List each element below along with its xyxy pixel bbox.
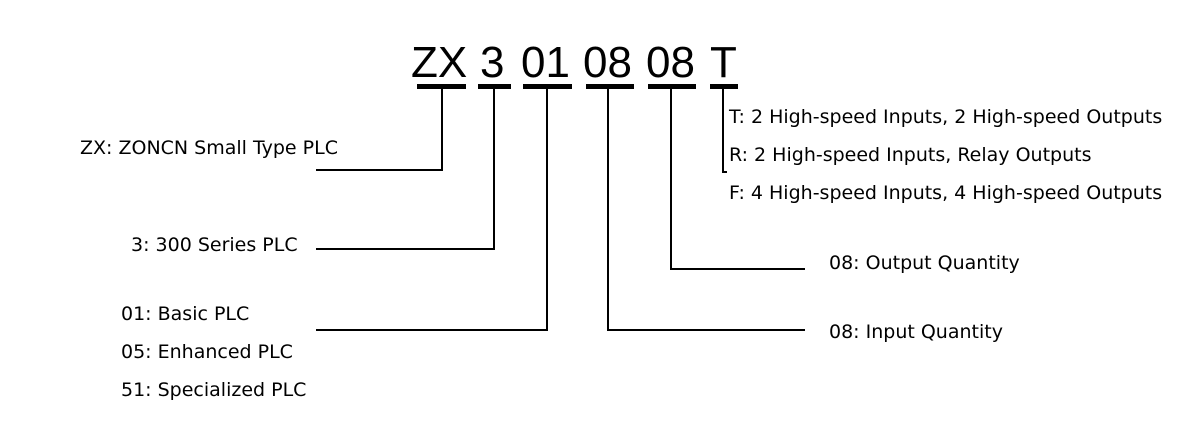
connector-input-horizontal (607, 329, 805, 331)
label-type-basic: 01: Basic PLC (121, 303, 250, 325)
connector-type-vertical (546, 89, 548, 331)
connector-zx-vertical (441, 89, 443, 171)
connector-type-horizontal (316, 329, 548, 331)
underline-zx (417, 84, 466, 89)
label-type-enhanced: 05: Enhanced PLC (121, 341, 293, 363)
connector-zx-horizontal (316, 169, 443, 171)
connector-io-type-horizontal (722, 171, 727, 173)
label-input: 08: Input Quantity (829, 321, 1003, 343)
code-segment-io-type: T (710, 38, 737, 87)
label-io-type-r: R: 2 High-speed Inputs, Relay Outputs (729, 144, 1092, 166)
label-type-specialized: 51: Specialized PLC (121, 379, 307, 401)
code-segment-zx: ZX (411, 38, 468, 87)
label-io-type-t: T: 2 High-speed Inputs, 2 High-speed Out… (729, 106, 1163, 128)
connector-series-horizontal (316, 248, 495, 250)
code-segment-output: 08 (646, 38, 695, 87)
code-segment-input: 08 (583, 38, 632, 87)
underline-output (648, 84, 696, 89)
connector-io-type-vertical (722, 89, 724, 173)
label-series: 3: 300 Series PLC (131, 234, 298, 256)
underline-type (523, 84, 572, 89)
label-zx: ZX: ZONCN Small Type PLC (80, 137, 338, 159)
underline-input (586, 84, 634, 89)
connector-output-vertical (670, 89, 672, 270)
underline-io-type (710, 84, 738, 89)
label-io-type-f: F: 4 High-speed Inputs, 4 High-speed Out… (729, 182, 1163, 204)
connector-output-horizontal (670, 268, 805, 270)
connector-series-vertical (493, 89, 495, 250)
connector-input-vertical (607, 89, 609, 331)
underline-series (478, 84, 511, 89)
code-segment-series: 3 (480, 38, 505, 87)
label-output: 08: Output Quantity (829, 252, 1020, 274)
code-segment-type: 01 (521, 38, 570, 87)
